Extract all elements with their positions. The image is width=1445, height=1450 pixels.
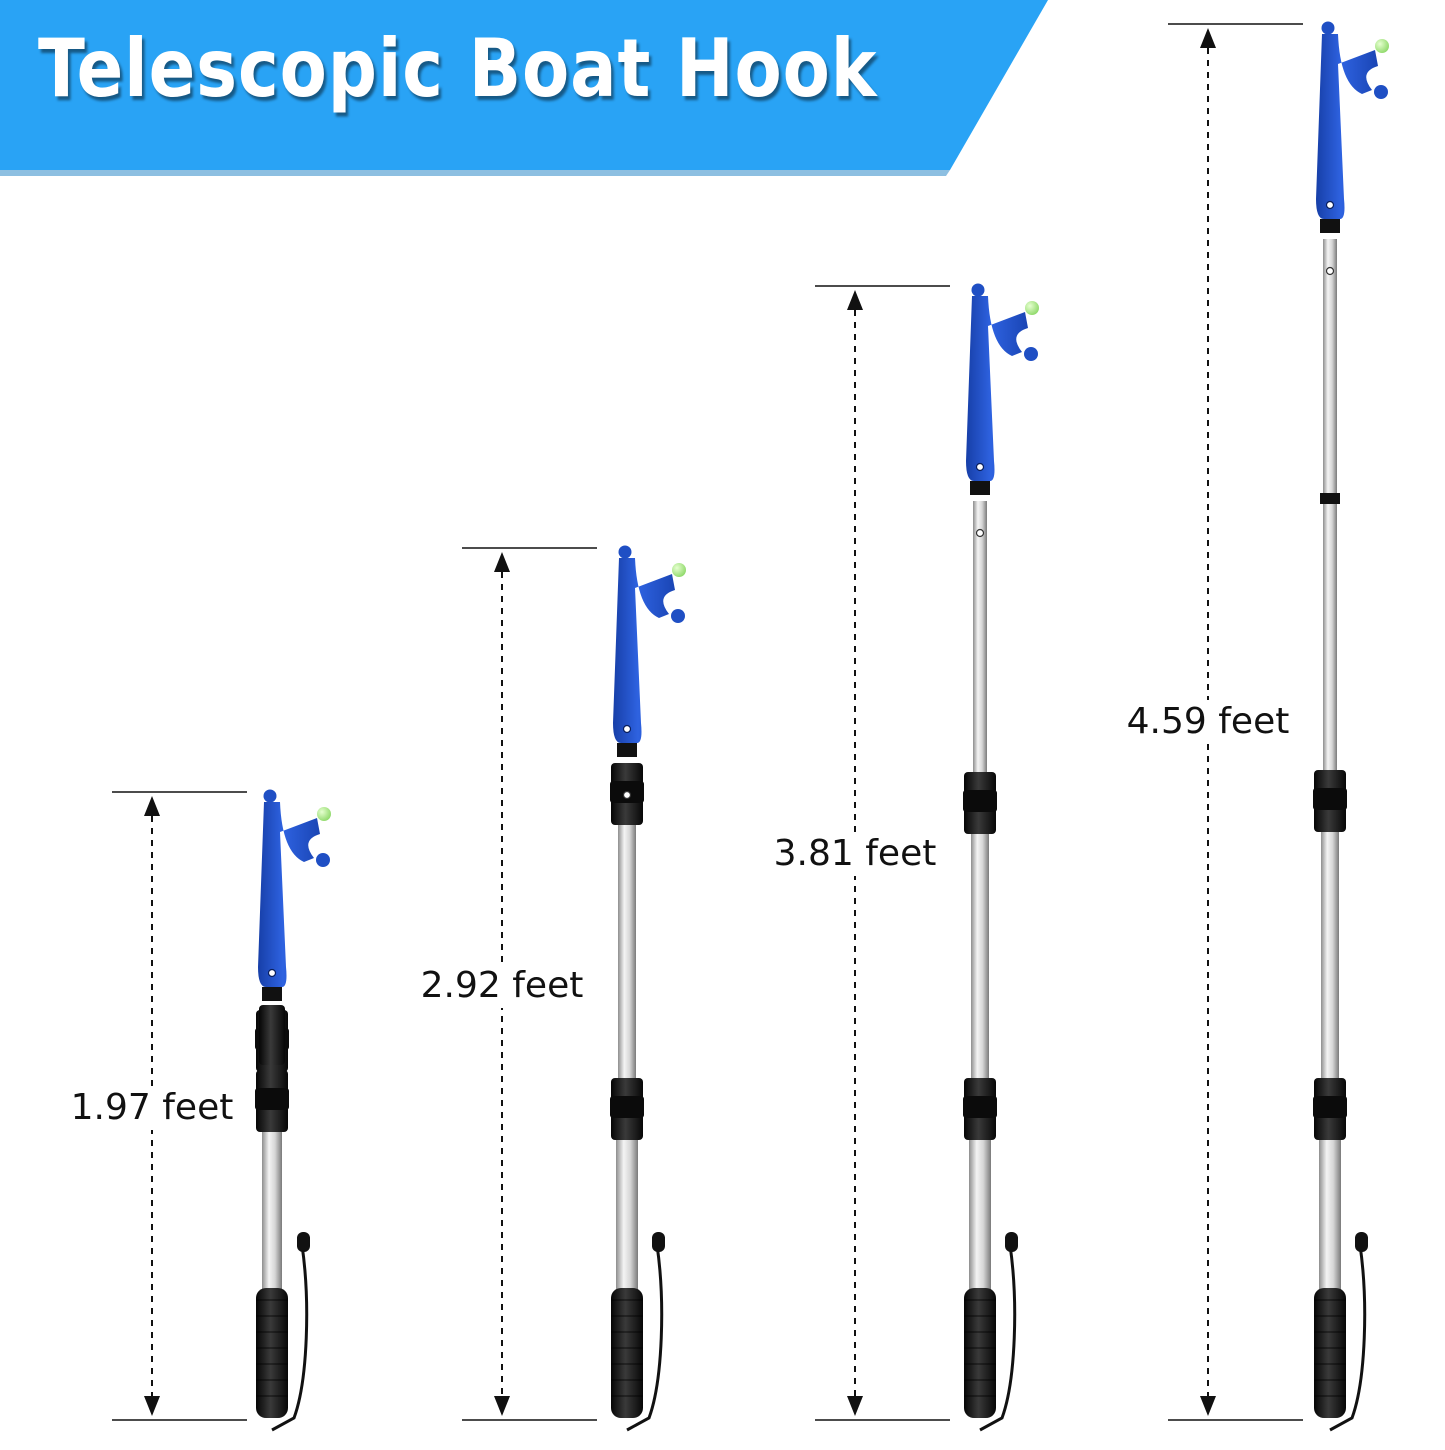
collar-ring — [963, 790, 997, 812]
collar-body — [259, 1005, 285, 1065]
arrow-up-icon — [494, 552, 510, 572]
hook-tip-knob — [618, 545, 632, 559]
lock-collar-2 — [1313, 1078, 1347, 1140]
length-label-1: 1.97 feet — [66, 1086, 238, 1130]
boat-hook-3 — [815, 283, 1039, 1432]
hook-lower-knob — [671, 609, 685, 623]
lanyard-clip — [1005, 1232, 1018, 1252]
collar-ring — [610, 1096, 644, 1118]
rubber-grip — [964, 1288, 996, 1418]
collar-ring — [963, 1096, 997, 1118]
lock-collar-2 — [255, 1070, 289, 1132]
head-ferrule — [970, 481, 990, 495]
aluminum-shaft-lower — [1319, 1108, 1341, 1290]
length-label-3: 3.81 feet — [769, 832, 941, 876]
lanyard-clip — [1355, 1232, 1368, 1252]
lanyard-cord — [1329, 1244, 1367, 1432]
boat-hook-2 — [462, 545, 686, 1432]
hook-head — [966, 283, 1039, 495]
aluminum-shaft-lower — [616, 1108, 638, 1290]
hook-lower-knob — [1024, 347, 1038, 361]
arrow-down-icon — [847, 1396, 863, 1416]
rivet — [975, 528, 985, 538]
rivet — [622, 790, 632, 800]
title-banner-shadow — [0, 170, 950, 176]
hook-body — [966, 296, 1028, 481]
arrow-down-icon — [144, 1396, 160, 1416]
length-label-4: 4.59 feet — [1122, 700, 1294, 744]
head-screw — [622, 724, 632, 734]
arrow-up-icon — [144, 796, 160, 816]
rubber-grip — [611, 1288, 643, 1418]
shaft-ring — [1320, 493, 1340, 504]
aluminum-shaft-upper — [1323, 239, 1337, 800]
head-ferrule — [1320, 219, 1340, 233]
collar-ring — [255, 1088, 289, 1110]
glow-knob — [317, 807, 331, 821]
lanyard-cord — [626, 1244, 664, 1432]
aluminum-shaft-lower — [969, 1108, 991, 1290]
lanyard-clip — [297, 1232, 310, 1252]
title-text: Telescopic Boat Hook — [38, 22, 878, 115]
hook-tip-knob — [263, 789, 277, 803]
hook-body — [1316, 34, 1378, 219]
collar-ring — [1313, 1096, 1347, 1118]
head-ferrule — [262, 987, 282, 1001]
rivet — [1325, 266, 1335, 276]
aluminum-shaft-middle — [618, 793, 636, 1108]
hook-body — [613, 558, 675, 743]
hook-lower-knob — [316, 853, 330, 867]
glow-knob — [1025, 301, 1039, 315]
hook-tip-knob — [1321, 21, 1335, 35]
head-ferrule — [617, 743, 637, 757]
aluminum-shaft-middle — [1321, 800, 1339, 1108]
lock-collar-2 — [963, 1078, 997, 1140]
hook-body — [258, 802, 320, 987]
hook-head — [1316, 21, 1389, 233]
arrow-down-icon — [494, 1396, 510, 1416]
head-screw — [267, 968, 277, 978]
head-screw — [1325, 200, 1335, 210]
hook-head — [258, 789, 331, 1001]
glow-knob — [1375, 39, 1389, 53]
lock-collar-1 — [963, 772, 997, 834]
lock-collar-top — [259, 1005, 285, 1065]
length-label-2: 2.92 feet — [416, 964, 588, 1008]
boat-hook-4 — [1168, 21, 1389, 1432]
boat-hook-group — [112, 21, 1389, 1432]
head-screw — [975, 462, 985, 472]
lanyard-cord — [979, 1244, 1017, 1432]
hook-tip-knob — [971, 283, 985, 297]
rubber-grip — [1314, 1288, 1346, 1418]
lanyard-cord — [271, 1244, 309, 1432]
aluminum-shaft-middle — [971, 802, 989, 1108]
aluminum-shaft-upper — [973, 501, 987, 802]
glow-knob — [672, 563, 686, 577]
rubber-grip — [256, 1288, 288, 1418]
lanyard-clip — [652, 1232, 665, 1252]
hook-lower-knob — [1374, 85, 1388, 99]
arrow-up-icon — [1200, 28, 1216, 48]
title-banner — [0, 0, 1048, 170]
lock-collar-1 — [1313, 770, 1347, 832]
hook-head — [613, 545, 686, 757]
boat-hook-1 — [112, 789, 331, 1432]
lock-collar-2 — [610, 1078, 644, 1140]
collar-ring — [1313, 788, 1347, 810]
arrow-up-icon — [847, 290, 863, 310]
arrow-down-icon — [1200, 1396, 1216, 1416]
